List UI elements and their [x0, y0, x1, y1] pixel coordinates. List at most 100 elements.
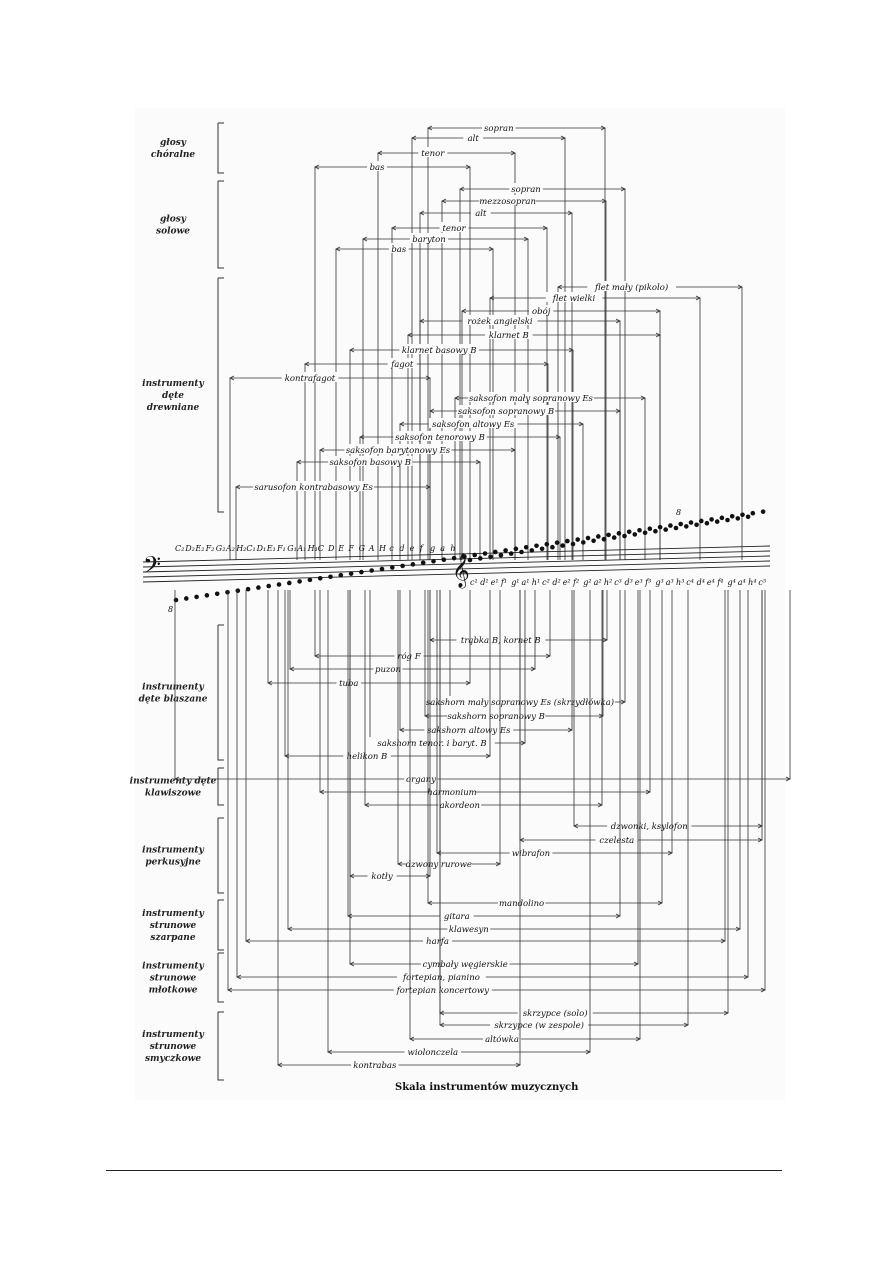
arrow-left-icon: [454, 395, 460, 401]
note-name: G₂: [216, 544, 226, 553]
arrow-left-icon: [573, 823, 579, 829]
arrow-right-icon: [510, 447, 516, 453]
note-head: [570, 541, 576, 547]
note-head: [451, 555, 457, 561]
range-label-bg: [367, 870, 397, 880]
note-name: H₂: [235, 544, 246, 553]
note-head: [472, 552, 478, 558]
note-head: [622, 533, 627, 539]
note-head: [493, 549, 498, 555]
note-head: [498, 552, 504, 558]
note-name: e⁴: [707, 578, 715, 587]
range-label: bas: [370, 163, 386, 173]
range-label: skrzypce (w zespole): [494, 1020, 584, 1031]
range-label-bg: [447, 710, 546, 720]
note-name: A: [368, 544, 375, 553]
range-label-bg: [462, 315, 538, 325]
range-label: organy: [406, 775, 436, 785]
range-label-bg: [428, 418, 518, 428]
range-label: sakshorn altowy Es: [427, 726, 511, 736]
arrow-left-icon: [377, 150, 383, 156]
range-label: kontrabas: [353, 1061, 397, 1071]
range-label-bg: [387, 358, 417, 368]
note-head: [642, 530, 648, 536]
note-head: [529, 548, 535, 553]
arrow-left-icon: [409, 1036, 415, 1042]
range-label: harmonium: [427, 788, 477, 798]
note-name: e³: [635, 578, 643, 587]
arrow-left-icon: [349, 347, 355, 353]
arrow-left-icon: [439, 1022, 445, 1028]
arrow-right-icon: [488, 246, 494, 252]
range-label-bg: [595, 834, 639, 844]
range-label: róg F: [397, 651, 421, 662]
note-head: [513, 546, 519, 552]
arrow-right-icon: [485, 753, 491, 759]
note-head: [616, 531, 622, 536]
note-name: F₁: [276, 544, 286, 553]
arrow-left-icon: [227, 987, 233, 993]
note-head: [214, 591, 220, 597]
note-head: [554, 540, 560, 545]
note-name: h: [450, 544, 455, 553]
note-head: [735, 516, 741, 521]
range-label-bg: [447, 923, 491, 933]
note-head: [467, 557, 473, 563]
arrow-right-icon: [757, 837, 763, 843]
note-name: c³: [614, 578, 622, 587]
group-bracket: [217, 952, 224, 1003]
arrow-right-icon: [737, 284, 743, 290]
note-head: [379, 566, 385, 572]
range-label-bg: [393, 431, 487, 441]
arrow-right-icon: [515, 1062, 521, 1068]
range-label-bg: [440, 910, 474, 920]
group-bracket: [217, 277, 224, 513]
range-label: wiolonczela: [408, 1048, 458, 1058]
arrow-left-icon: [489, 295, 495, 301]
note-name: f¹: [500, 578, 507, 587]
range-label-bg: [490, 1019, 589, 1029]
note-head: [338, 572, 344, 578]
arrow-right-icon: [743, 974, 749, 980]
range-label-bg: [497, 897, 546, 907]
group-label: głosy: [160, 215, 187, 225]
note-head: [400, 563, 405, 569]
range-label-bg: [423, 935, 453, 945]
note-name: f: [419, 544, 425, 553]
note-head: [591, 538, 596, 544]
note-head: [714, 519, 720, 524]
range-label-bg: [517, 1007, 593, 1017]
note-name: G: [359, 544, 366, 553]
note-head: [235, 588, 241, 593]
arrow-left-icon: [304, 361, 310, 367]
note-name: g²: [583, 578, 591, 587]
note-head: [508, 551, 514, 556]
arrow-right-icon: [542, 225, 548, 231]
arrow-right-icon: [683, 1022, 689, 1028]
group-label: solowe: [156, 227, 190, 237]
arrow-right-icon: [615, 318, 621, 324]
note-head: [632, 532, 638, 537]
group-bracket: [217, 1011, 224, 1081]
range-label: mandolino: [499, 899, 544, 909]
range-label-bg: [367, 161, 387, 171]
range-label: flet mały (pikolo): [594, 282, 668, 293]
range-label-bg: [404, 773, 438, 783]
range-label: sopran: [511, 185, 541, 195]
note-head: [596, 534, 601, 539]
range-label-bg: [468, 392, 594, 402]
staff-line: [142, 555, 771, 573]
group-bracket: [217, 180, 224, 269]
arrow-left-icon: [359, 434, 365, 440]
note-name: H₁: [307, 544, 318, 553]
note-head: [266, 583, 272, 589]
arrow-left-icon: [319, 789, 325, 795]
arrow-right-icon: [635, 1036, 641, 1042]
arrow-right-icon: [657, 900, 663, 906]
group-label: głosy: [160, 138, 187, 148]
arrow-left-icon: [391, 225, 397, 231]
note-head: [673, 525, 679, 531]
range-label-bg: [369, 737, 495, 747]
